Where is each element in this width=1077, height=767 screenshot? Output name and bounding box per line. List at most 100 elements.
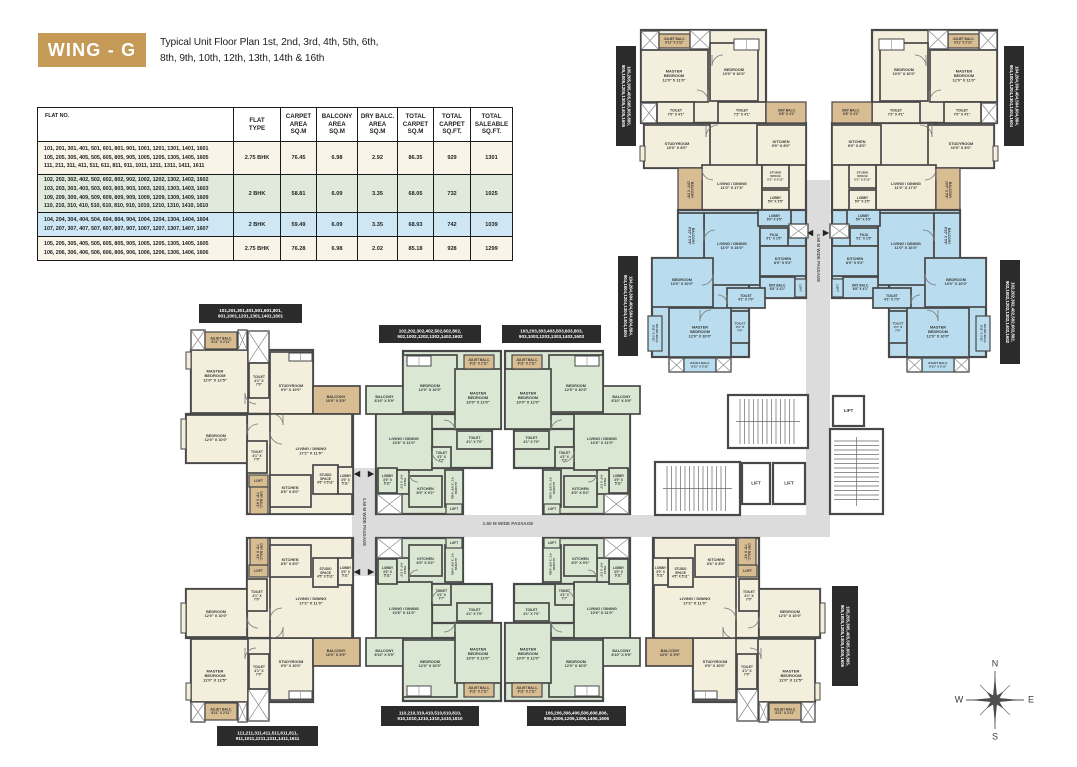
svg-text:904,1004,1204,1304,1404,1604: 904,1004,1204,1304,1404,1604 xyxy=(1009,65,1014,128)
svg-text:3'0" X: 3'0" X xyxy=(383,570,393,574)
svg-text:11'0" X 12'5": 11'0" X 12'5" xyxy=(779,678,803,683)
svg-text:BEDROOM: BEDROOM xyxy=(518,395,538,400)
svg-text:11'0" X 17'3": 11'0" X 17'3" xyxy=(720,185,743,190)
svg-text:10'0" X 5'9": 10'0" X 5'9" xyxy=(686,181,690,199)
svg-text:TOILET: TOILET xyxy=(526,436,539,440)
svg-text:TOILET: TOILET xyxy=(890,108,903,112)
svg-text:12'0" X 11'0": 12'0" X 11'0" xyxy=(952,77,975,82)
svg-text:LOFT: LOFT xyxy=(799,284,803,292)
svg-text:910,1010,1210,1310,1410,1610: 910,1010,1210,1310,1410,1610 xyxy=(397,716,463,721)
svg-text:STUDIO: STUDIO xyxy=(674,567,687,571)
svg-text:LOFT: LOFT xyxy=(548,507,556,511)
svg-text:7'0": 7'0" xyxy=(744,673,751,677)
svg-text:105,205,305,405,505,605,805,: 105,205,305,405,505,605,805, xyxy=(846,606,851,666)
svg-text:KITCHEN: KITCHEN xyxy=(572,557,589,561)
svg-text:5'11": 5'11" xyxy=(384,573,392,577)
svg-text:BEDROOM: BEDROOM xyxy=(206,610,226,614)
svg-text:8'0" X 9'2": 8'0" X 9'2" xyxy=(774,261,792,265)
svg-text:102,202,302,402,502,602,802,: 102,202,302,402,502,602,802, xyxy=(1011,282,1016,342)
svg-text:4'1" X: 4'1" X xyxy=(742,669,752,673)
svg-text:12'0" X 10'0": 12'0" X 10'0" xyxy=(565,664,588,668)
svg-text:12'0" X 10'0": 12'0" X 10'0" xyxy=(927,334,950,338)
svg-text:8'11" X 2'11": 8'11" X 2'11" xyxy=(211,711,231,715)
svg-text:JULIET BALC.: JULIET BALC. xyxy=(468,686,490,690)
svg-text:DRY BALC.: DRY BALC. xyxy=(778,109,796,113)
svg-text:4'1" X: 4'1" X xyxy=(252,454,262,458)
svg-text:10'0" X 12'0": 10'0" X 12'0" xyxy=(516,399,539,404)
svg-text:5'1" X 1'5": 5'1" X 1'5" xyxy=(856,237,872,241)
svg-text:BEDROOM: BEDROOM xyxy=(206,434,226,438)
svg-text:LOBBY: LOBBY xyxy=(340,474,352,478)
svg-text:106,206,306,406,506,606,806,: 106,206,306,406,506,606,806, xyxy=(545,710,608,715)
svg-text:7'0": 7'0" xyxy=(895,328,901,332)
svg-text:KITCHEN: KITCHEN xyxy=(773,140,790,144)
svg-text:8'0" X 9'2": 8'0" X 9'2" xyxy=(417,561,435,565)
svg-text:11'0" X 16'0": 11'0" X 16'0" xyxy=(720,245,743,250)
svg-text:6'8" X 4'1": 6'8" X 4'1" xyxy=(779,112,795,116)
svg-text:12'0" X 10'0": 12'0" X 10'0" xyxy=(779,614,802,618)
svg-text:904,1004,1204,1304,1404,1604: 904,1004,1204,1304,1404,1604 xyxy=(623,275,628,338)
svg-text:8'6" X 8'0": 8'6" X 8'0" xyxy=(707,562,726,566)
svg-text:4'1" X 9'8" (HD): 4'1" X 9'8" (HD) xyxy=(549,553,553,575)
svg-text:MASTER: MASTER xyxy=(470,391,487,396)
svg-text:11'0" X 12'5": 11'0" X 12'5" xyxy=(203,678,227,683)
svg-text:LIVING / DINING: LIVING / DINING xyxy=(389,606,419,611)
svg-text:TOILET: TOILET xyxy=(559,589,570,593)
svg-text:110,210,310,410,510,610,810,: 110,210,310,410,510,610,810, xyxy=(399,710,461,715)
svg-text:TOILET: TOILET xyxy=(436,451,447,455)
svg-text:STUDYROOM: STUDYROOM xyxy=(949,142,974,146)
svg-text:LOFT: LOFT xyxy=(450,541,458,545)
svg-text:3'0" X: 3'0" X xyxy=(656,570,666,574)
svg-text:BEDROOM: BEDROOM xyxy=(205,373,227,378)
svg-text:JULIET BALC.: JULIET BALC. xyxy=(655,324,659,344)
svg-text:7'0" X 4'1": 7'0" X 4'1" xyxy=(668,112,685,116)
svg-text:LIVING / DINING: LIVING / DINING xyxy=(389,436,419,441)
svg-text:8'0" X 9'2": 8'0" X 9'2" xyxy=(417,491,435,495)
svg-text:5'11": 5'11" xyxy=(657,573,665,577)
svg-text:9'0" X 10'0": 9'0" X 10'0" xyxy=(705,664,726,668)
svg-text:8'11" X 2'11": 8'11" X 2'11" xyxy=(980,325,984,343)
svg-text:ALCOVE: ALCOVE xyxy=(552,482,556,495)
svg-text:8'0" X 9'2": 8'0" X 9'2" xyxy=(846,261,864,265)
svg-text:8'6" X 8'0": 8'6" X 8'0" xyxy=(281,562,300,566)
svg-text:911,1011,1211,1311,1411,1611: 911,1011,1211,1311,1411,1611 xyxy=(236,736,300,741)
svg-text:LOBBY: LOBBY xyxy=(857,196,869,200)
svg-text:TOILET: TOILET xyxy=(670,108,683,112)
svg-text:JULIET BALC.: JULIET BALC. xyxy=(690,361,711,365)
svg-text:4'5" X 1'5": 4'5" X 1'5" xyxy=(600,563,604,578)
svg-text:BEDROOM: BEDROOM xyxy=(664,73,684,78)
svg-text:BEDROOM: BEDROOM xyxy=(894,68,914,72)
svg-text:KITCHEN: KITCHEN xyxy=(572,487,589,491)
svg-text:BEDROOM: BEDROOM xyxy=(946,278,966,282)
svg-text:PUJA: PUJA xyxy=(403,566,407,575)
svg-text:8'10" X 5'9": 8'10" X 5'9" xyxy=(611,399,631,403)
svg-text:LOBBY: LOBBY xyxy=(770,196,782,200)
svg-text:4'1" X 7'0": 4'1" X 7'0" xyxy=(466,612,483,616)
svg-text:8'11" X 2'11": 8'11" X 2'11" xyxy=(518,690,537,694)
svg-text:STUDYROOM: STUDYROOM xyxy=(279,384,304,388)
svg-text:BALCONY: BALCONY xyxy=(690,182,694,199)
svg-text:STUDYROOM: STUDYROOM xyxy=(279,660,304,664)
svg-text:4'1" X: 4'1" X xyxy=(744,594,754,598)
svg-text:BEDROOM: BEDROOM xyxy=(420,384,440,388)
svg-text:JULIET BALC.: JULIET BALC. xyxy=(928,361,949,365)
svg-text:10'0" X 10'0": 10'0" X 10'0" xyxy=(723,72,746,76)
svg-text:5'0" X 3'5": 5'0" X 3'5" xyxy=(856,218,872,222)
svg-text:BEDROOM: BEDROOM xyxy=(468,395,488,400)
svg-text:MASTER: MASTER xyxy=(207,669,224,674)
svg-text:4'1" X: 4'1" X xyxy=(252,594,262,598)
svg-text:902,1002,1202,1302,1402,1602: 902,1002,1202,1302,1402,1602 xyxy=(1005,281,1010,344)
svg-text:5'11": 5'11" xyxy=(615,573,623,577)
svg-text:4'1" X 7'0": 4'1" X 7'0" xyxy=(523,612,540,616)
svg-text:ALCOVE: ALCOVE xyxy=(552,558,556,571)
svg-text:12'0" X 10'0": 12'0" X 10'0" xyxy=(205,614,228,618)
svg-text:KITCHEN: KITCHEN xyxy=(847,257,864,261)
svg-text:SPACE: SPACE xyxy=(857,174,867,178)
svg-text:104,204,304,404,504,604,804,: 104,204,304,404,504,604,804, xyxy=(1015,66,1020,126)
svg-text:LIVING / DINING: LIVING / DINING xyxy=(587,606,617,611)
svg-text:903,1003,1203,1303,1403,1603: 903,1003,1203,1303,1403,1603 xyxy=(519,334,585,339)
svg-text:TOILET: TOILET xyxy=(469,436,482,440)
svg-text:5'11": 5'11" xyxy=(342,481,350,485)
svg-text:4'1" X: 4'1" X xyxy=(254,669,264,673)
svg-text:BEDROOM: BEDROOM xyxy=(780,610,800,614)
